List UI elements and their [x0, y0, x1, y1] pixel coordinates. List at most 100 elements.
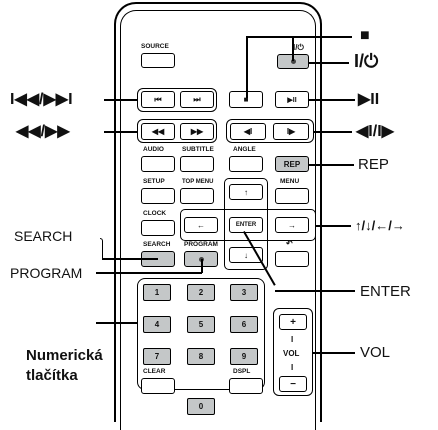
slow-group — [226, 119, 314, 143]
key-9[interactable]: 9 — [230, 348, 258, 365]
audio-label: AUDIO — [143, 146, 164, 153]
program-line-v — [201, 259, 203, 273]
play-pause-line — [309, 99, 355, 101]
stop-line-down — [246, 36, 248, 98]
key-7[interactable]: 7 — [143, 348, 171, 365]
key-0[interactable]: 0 — [187, 398, 215, 415]
stop-callout: ■ — [360, 27, 370, 44]
stop-line-top — [246, 36, 294, 38]
clock-button[interactable] — [141, 220, 175, 236]
slow-line — [314, 131, 352, 133]
prev-icon: ⏮ — [154, 94, 162, 104]
key-1[interactable]: 1 — [143, 284, 171, 301]
power-callout: I/⏻ — [354, 51, 379, 71]
slow-forward-button[interactable]: I▶ — [273, 123, 309, 140]
left-arrow-icon: ← — [197, 220, 205, 230]
key-3[interactable]: 3 — [230, 284, 258, 301]
return-button[interactable] — [275, 251, 309, 267]
slow-back-icon: ◀I — [243, 127, 253, 136]
prev-next-line — [104, 99, 137, 101]
top-menu-button[interactable] — [180, 188, 214, 204]
dspl-label: DSPL — [233, 368, 251, 375]
enter-button-label: ENTER — [235, 222, 257, 228]
stop-line-v — [292, 36, 294, 61]
slow-back-button[interactable]: ◀I — [230, 123, 266, 140]
vol-bar-top: I — [291, 335, 294, 344]
vol-down-button[interactable]: − — [279, 376, 307, 392]
prev-next-group — [137, 88, 217, 112]
right-button[interactable]: → — [275, 217, 309, 233]
enter-callout: ENTER — [360, 283, 411, 300]
return-icon: ↶ — [286, 239, 293, 248]
subtitle-button[interactable] — [180, 156, 214, 172]
number-pad-group — [137, 278, 265, 390]
down-arrow-icon: ↓ — [244, 250, 248, 260]
arrow-group-vertical — [224, 178, 268, 270]
search-label: SEARCH — [143, 241, 171, 248]
clear-label: CLEAR — [143, 368, 166, 375]
vol-group — [273, 308, 313, 396]
rewind-icon: ◀◀ — [151, 127, 165, 136]
angle-button[interactable] — [229, 156, 263, 172]
up-button[interactable]: ↑ — [229, 184, 263, 200]
arrows-callout: ↑/↓/←/→ — [355, 218, 405, 233]
play-pause-icon: ▶II — [287, 96, 297, 104]
remote-control-diagram: SOURCE I/⏻ ⏮ ⏭ ■ ▶II ◀◀ ▶▶ ◀I I▶ AUDIO S… — [10, 2, 411, 430]
prev-next-callout: I◀◀/▶▶I — [10, 91, 73, 108]
left-button[interactable]: ← — [184, 217, 218, 233]
arrows-line — [316, 225, 351, 227]
key-8[interactable]: 8 — [187, 348, 215, 365]
enter-line-h — [275, 290, 355, 292]
dspl-button[interactable] — [229, 378, 263, 394]
rew-ff-group — [137, 119, 217, 143]
right-arrow-icon: → — [288, 220, 296, 230]
subtitle-label: SUBTITLE — [182, 146, 214, 153]
top-menu-label: TOP MENU — [182, 179, 214, 185]
menu-label: MENU — [280, 178, 300, 185]
fast-forward-button[interactable]: ▶▶ — [180, 123, 214, 140]
rewind-button[interactable]: ◀◀ — [141, 123, 175, 140]
numeric-callout-line2: tlačítka — [26, 367, 78, 384]
clear-button[interactable] — [141, 378, 175, 394]
source-button[interactable] — [141, 53, 175, 68]
rew-ff-line — [104, 131, 137, 133]
vol-label: VOL — [283, 349, 300, 358]
key-6[interactable]: 6 — [230, 316, 258, 333]
play-pause-button[interactable]: ▶II — [275, 91, 309, 108]
search-line-hook — [100, 238, 103, 258]
program-callout: PROGRAM — [10, 265, 83, 281]
rep-button-label: REP — [283, 159, 301, 169]
slow-callout: ◀I/I▶ — [356, 123, 394, 140]
key-5[interactable]: 5 — [187, 316, 215, 333]
next-icon: ⏭ — [193, 94, 201, 104]
up-arrow-icon: ↑ — [244, 187, 248, 197]
setup-label: SETUP — [143, 178, 165, 185]
search-line — [102, 258, 158, 260]
key-4[interactable]: 4 — [143, 316, 171, 333]
fast-forward-icon: ▶▶ — [190, 127, 204, 136]
enter-button[interactable]: ENTER — [229, 217, 263, 233]
source-label: SOURCE — [141, 43, 169, 50]
clock-label: CLOCK — [143, 210, 167, 217]
vol-minus-icon: − — [290, 378, 296, 390]
numeric-line — [96, 322, 137, 324]
vol-up-button[interactable]: + — [279, 314, 307, 330]
rep-line — [309, 164, 354, 166]
menu-button[interactable] — [275, 188, 309, 204]
vol-plus-icon: + — [290, 316, 296, 328]
rep-callout: REP — [358, 156, 389, 173]
program-label: PROGRAM — [184, 241, 218, 248]
play-pause-callout: ▶II — [358, 91, 380, 108]
next-button[interactable]: ⏭ — [180, 91, 214, 108]
vol-callout: VOL — [360, 344, 391, 361]
power-line — [309, 62, 349, 64]
power-label: I/⏻ — [293, 43, 304, 52]
power-button-dot — [290, 59, 296, 64]
audio-button[interactable] — [141, 156, 175, 172]
rew-ff-callout: ◀◀/▶▶ — [16, 123, 70, 140]
prev-button[interactable]: ⏮ — [141, 91, 175, 108]
key-2[interactable]: 2 — [187, 284, 215, 301]
angle-label: ANGLE — [233, 146, 256, 153]
rep-button[interactable]: REP — [275, 156, 309, 172]
setup-button[interactable] — [141, 188, 175, 204]
